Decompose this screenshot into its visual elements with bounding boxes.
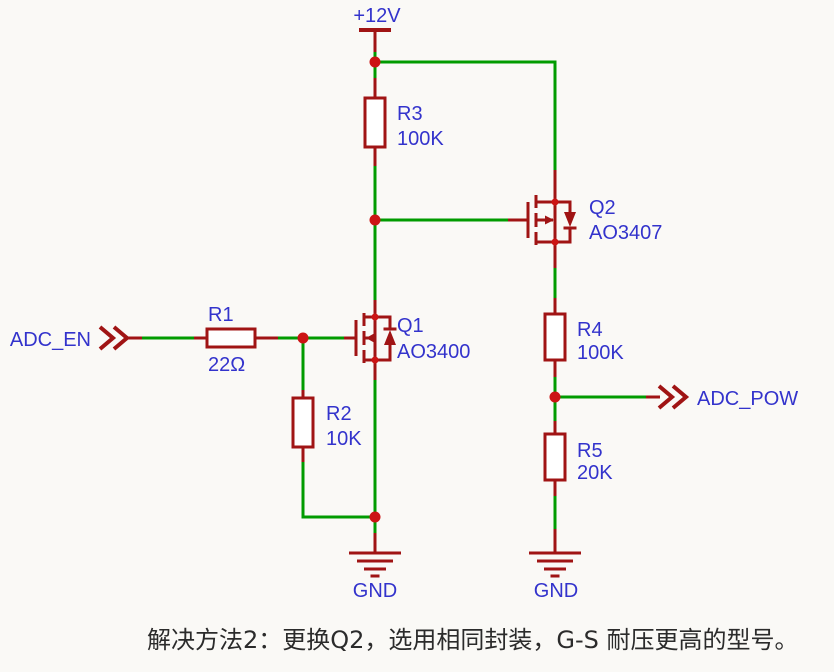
junction-dots <box>297 56 561 523</box>
resistor-r1: R1 22Ω <box>205 304 257 376</box>
q2-ref-label: Q2 <box>589 197 616 219</box>
port-chevron-icon <box>98 325 117 351</box>
port-chevron-icon <box>657 384 676 410</box>
junction-dot <box>369 56 381 68</box>
q1-body-diode-icon <box>384 330 396 345</box>
port-chevron-icon <box>112 325 131 351</box>
q2-diode-lead <box>555 200 572 212</box>
resistor-r4: R4 100K <box>543 312 624 364</box>
q2-body-diode-icon <box>564 212 576 227</box>
junction-dot <box>369 214 381 226</box>
wire <box>375 60 557 172</box>
r1-ref-label: R1 <box>208 304 234 326</box>
q1-ref-label: Q1 <box>397 315 424 337</box>
caption-text: 解决方法2：更换Q2，选用相同封装，G-S 耐压更高的型号。 <box>147 626 799 654</box>
resistor-body <box>543 312 567 362</box>
wire <box>301 460 375 519</box>
junction-dot <box>549 391 561 403</box>
junction-dot <box>297 332 309 344</box>
q1-source-pin-dot <box>371 356 379 364</box>
r1-value-label: 22Ω <box>208 354 245 376</box>
r5-ref-label: R5 <box>577 440 603 462</box>
power-12v-label: +12V <box>353 5 401 27</box>
r4-value-label: 100K <box>577 342 624 364</box>
gnd-symbol-left: GND <box>349 551 401 602</box>
junction-dot <box>369 511 381 523</box>
resistor-r5: R5 20K <box>543 432 613 484</box>
gnd-left-label: GND <box>353 580 397 602</box>
r2-ref-label: R2 <box>326 403 352 425</box>
adc-pow-label: ADC_POW <box>697 388 798 410</box>
resistor-r3: R3 100K <box>363 96 444 150</box>
port-adc-en: ADC_EN <box>10 325 131 351</box>
q1-arrow-icon <box>366 333 374 343</box>
power-12v-symbol: +12V <box>353 5 401 32</box>
mosfet-q2: Q2 AO3407 <box>526 195 662 246</box>
q1-diode-lead <box>375 315 392 329</box>
gnd-right-label: GND <box>534 580 578 602</box>
r3-ref-label: R3 <box>397 103 423 125</box>
port-adc-pow: ADC_POW <box>657 384 798 410</box>
resistor-r2: R2 10K <box>291 396 362 450</box>
r2-value-label: 10K <box>326 428 362 450</box>
q2-value-label: AO3407 <box>589 222 662 244</box>
q1-value-label: AO3400 <box>397 341 470 363</box>
resistor-body <box>205 327 257 349</box>
r4-ref-label: R4 <box>577 319 603 341</box>
wires <box>140 50 648 535</box>
resistor-body <box>363 96 387 149</box>
mosfet-q1: Q1 AO3400 <box>354 313 470 364</box>
r3-value-label: 100K <box>397 128 444 150</box>
q2-source-pin-dot <box>551 198 559 206</box>
adc-en-label: ADC_EN <box>10 329 91 351</box>
resistor-body <box>291 396 315 449</box>
q2-arrow-icon <box>545 215 554 225</box>
gnd-symbol-right: GND <box>529 551 581 602</box>
r5-value-label: 20K <box>577 462 613 484</box>
q2-drain-pin-dot <box>551 238 559 246</box>
q1-drain-pin-dot <box>371 313 379 321</box>
resistor-body <box>543 432 567 482</box>
q1-diode-lead <box>375 345 392 362</box>
q2-diode-lead <box>555 228 572 244</box>
port-chevron-icon <box>671 384 690 410</box>
